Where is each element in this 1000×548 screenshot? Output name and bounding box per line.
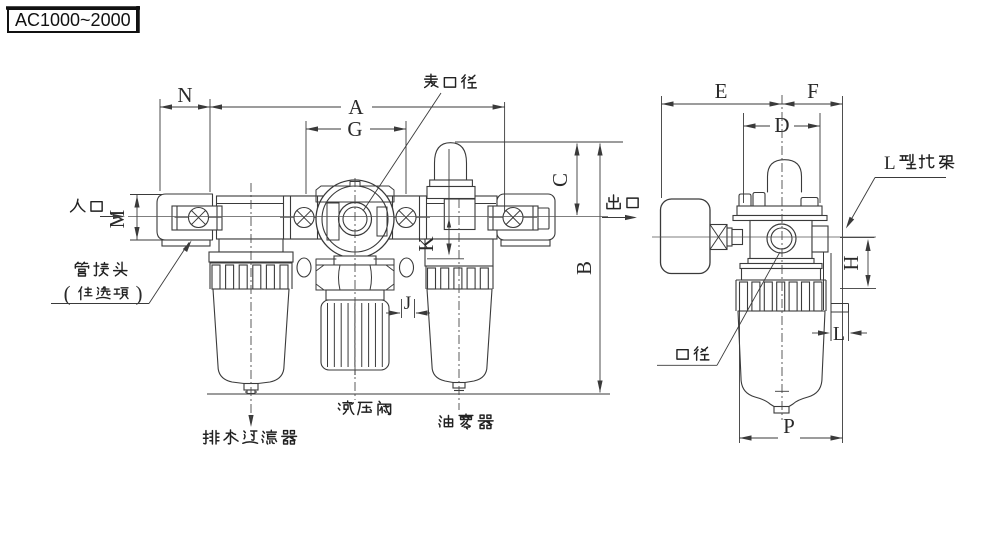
svg-text:N: N bbox=[177, 83, 192, 107]
svg-text:L: L bbox=[833, 323, 845, 345]
svg-text:L: L bbox=[884, 153, 896, 174]
svg-text:F: F bbox=[807, 79, 819, 103]
svg-text:H: H bbox=[839, 255, 863, 270]
svg-text:A: A bbox=[348, 95, 364, 119]
svg-text:J: J bbox=[404, 293, 411, 314]
svg-text:P: P bbox=[783, 414, 795, 438]
svg-text:C: C bbox=[548, 173, 572, 187]
svg-text:AC1000~2000: AC1000~2000 bbox=[15, 10, 131, 30]
svg-text:): ) bbox=[136, 283, 143, 305]
svg-text:G: G bbox=[347, 117, 362, 141]
svg-text:K: K bbox=[414, 236, 438, 251]
svg-text:M: M bbox=[105, 209, 129, 228]
svg-text:(: ( bbox=[64, 283, 71, 305]
svg-text:E: E bbox=[715, 79, 728, 103]
svg-text:B: B bbox=[572, 261, 596, 275]
